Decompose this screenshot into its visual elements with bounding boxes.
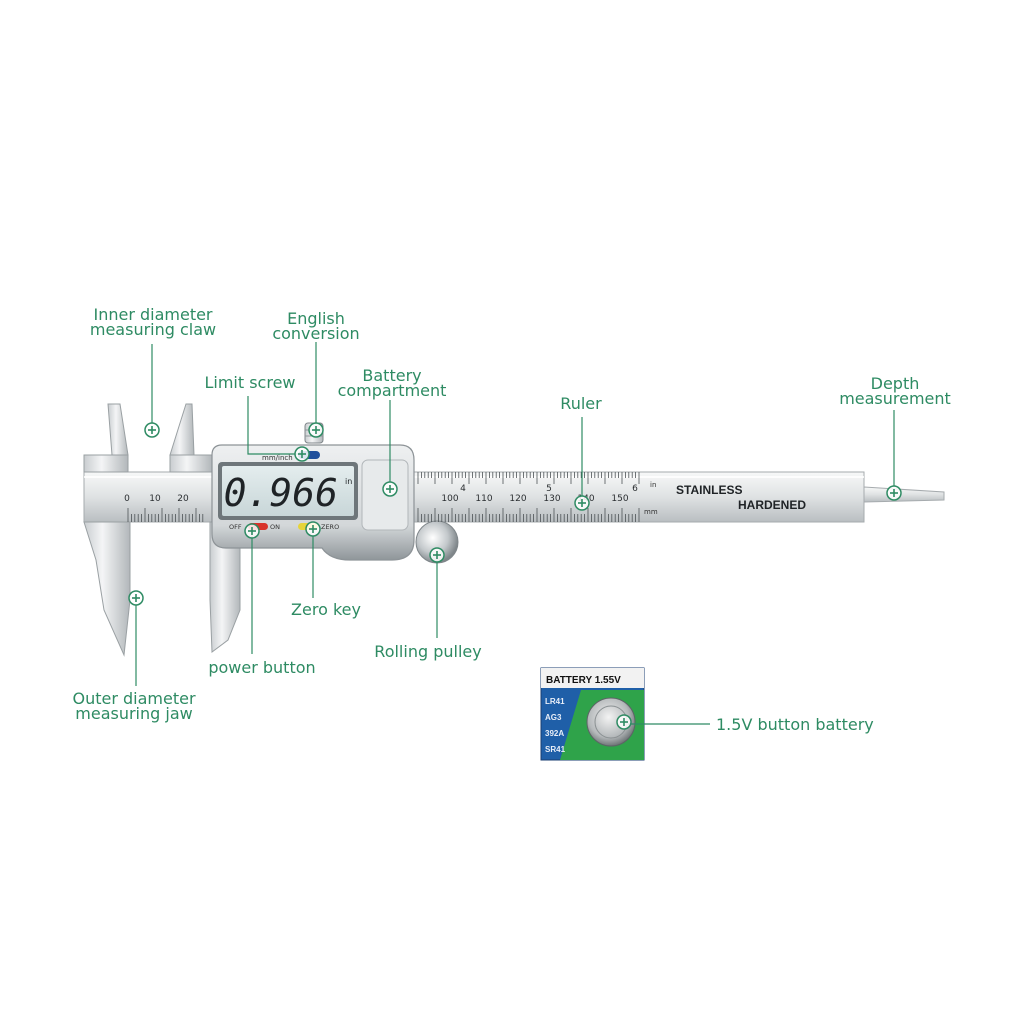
zero-label: ZERO [321,523,339,531]
battery-compartment [361,459,409,531]
mm-tick-label: 0 [124,494,130,504]
inch-tick-label: 5 [546,484,552,494]
ruler-marker-plus-icon [574,495,590,511]
mm-scale-left: 0 10 20 [124,494,189,504]
outer-jaw-marker-plus-icon [128,590,144,606]
label-power-button: power button [208,658,316,677]
inner-claw-fixed [107,403,129,456]
label-inner-claw-line2: measuring claw [89,320,217,339]
mm-tick-label: 20 [177,494,189,504]
callout-markers [128,422,902,730]
lcd-screen [222,466,354,516]
battery-code: LR41 [545,697,565,706]
inch-scale: 4 5 6 [460,484,638,494]
label-button-battery: 1.5V button battery [716,715,874,734]
limit-screw-marker-plus-icon [294,446,310,462]
mm-tick-label: 130 [543,494,560,504]
label-outer-diameter-jaw: Outer diameter measuring jaw [66,689,202,723]
mm-tick-label: 10 [149,494,161,504]
inch-tick-label: 4 [460,484,466,494]
power-marker-plus-icon [244,523,260,539]
mm-tick-label: 150 [611,494,628,504]
off-label: OFF [229,523,242,531]
label-english-line2: conversion [272,324,360,343]
leader-lines [135,342,895,725]
label-zero-key: Zero key [291,600,361,619]
battery-card-header: BATTERY 1.55V [546,675,621,686]
ruler-ticks [127,472,640,522]
label-battery-line1: Battery [362,366,422,385]
label-limit-screw: Limit screw [204,373,296,392]
label-depth-line1: Depth [870,374,920,393]
pulley-marker-plus-icon [429,547,445,563]
inner-claw-sliding [169,403,195,456]
scale-inch-unit: in [650,481,656,489]
outer-jaw-fixed [83,521,131,657]
label-inner-claw-line1: Inner diameter [93,305,213,324]
label-outer-jaw-line2: measuring jaw [75,704,193,723]
mm-tick-label: 120 [509,494,526,504]
label-battery-line2: compartment [337,381,447,400]
battery-code: SR41 [545,745,566,754]
battery-code: AG3 [545,713,562,722]
lcd-reading: 0.966 [224,471,338,515]
mm-tick-label: 110 [475,494,492,504]
label-english-conversion: English conversion [266,309,366,343]
stainless-text: STAINLESS [676,483,742,497]
label-english-line1: English [287,309,345,328]
label-outer-jaw-line1: Outer diameter [72,689,196,708]
hardened-text: HARDENED [738,498,806,512]
mm-inch-label: mm/inch [262,454,293,462]
fixed-jaw-head [83,454,129,473]
lcd-unit: in [345,477,352,486]
inch-tick-label: 6 [632,484,638,494]
inner-claw-marker-plus-icon [144,422,160,438]
ruler-beam [83,471,865,523]
english-marker-plus-icon [308,422,324,438]
label-inner-diameter-claw: Inner diameter measuring claw [86,305,220,339]
button-battery-marker-plus-icon [616,714,632,730]
mm-tick-label: 100 [441,494,458,504]
label-depth-measurement: Depth measurement [834,374,956,408]
label-rolling-pulley: Rolling pulley [374,642,482,661]
zero-key-marker-plus-icon [305,521,321,537]
label-ruler: Ruler [560,394,602,413]
scale-mm-unit: mm [644,508,658,516]
depth-rod [863,486,945,503]
button-battery-cell [586,697,636,747]
battery-marker-plus-icon [382,481,398,497]
label-battery-compartment: Battery compartment [330,366,454,400]
label-depth-line2: measurement [839,389,951,408]
battery-code: 392A [545,729,564,738]
on-label: ON [270,523,280,531]
depth-marker-plus-icon [886,485,902,501]
